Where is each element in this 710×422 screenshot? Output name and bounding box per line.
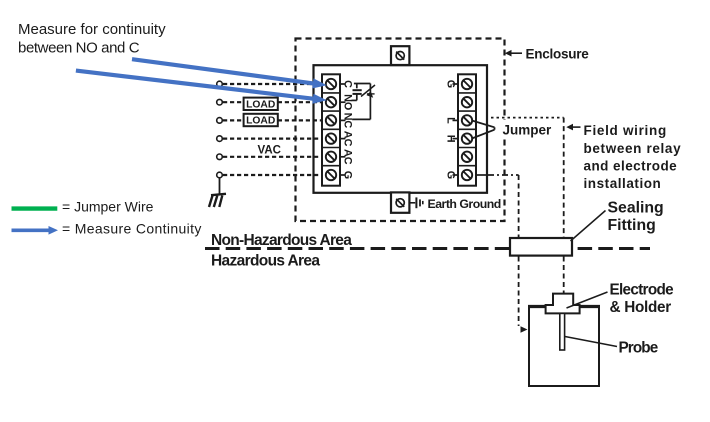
svg-text:installation: installation: [584, 176, 662, 191]
svg-text:L: L: [444, 117, 456, 124]
svg-text:Non-Hazardous Area: Non-Hazardous Area: [211, 232, 352, 249]
svg-text:Earth Ground: Earth Ground: [428, 197, 501, 211]
svg-text:C: C: [341, 80, 353, 88]
svg-text:G: G: [444, 171, 456, 179]
svg-text:G: G: [341, 171, 353, 179]
svg-text:Electrode: Electrode: [610, 282, 674, 299]
svg-text:AC: AC: [341, 149, 353, 165]
svg-text:Hazardous Area: Hazardous Area: [211, 253, 320, 270]
svg-text:= Measure Continuity: = Measure Continuity: [62, 221, 202, 237]
svg-text:between relay: between relay: [584, 141, 682, 156]
svg-text:NO: NO: [341, 94, 353, 110]
svg-text:= Jumper Wire: = Jumper Wire: [62, 199, 154, 215]
svg-text:Measure for continuity: Measure for continuity: [18, 21, 166, 38]
svg-text:Field wiring: Field wiring: [584, 123, 667, 138]
svg-text:G: G: [444, 80, 456, 88]
svg-text:Fitting: Fitting: [608, 217, 656, 234]
svg-text:AC: AC: [341, 131, 353, 147]
svg-text:Jumper: Jumper: [503, 123, 553, 138]
svg-text:Sealing: Sealing: [608, 200, 664, 217]
svg-text:VAC: VAC: [258, 144, 281, 156]
svg-text:LOAD: LOAD: [246, 116, 275, 127]
svg-text:H: H: [444, 135, 456, 143]
svg-text:Probe: Probe: [619, 340, 658, 357]
svg-text:NC: NC: [341, 113, 353, 129]
svg-text:between NO and C: between NO and C: [18, 40, 140, 57]
svg-text:Enclosure: Enclosure: [526, 47, 590, 62]
svg-text:and electrode: and electrode: [584, 159, 678, 174]
svg-text:& Holder: & Holder: [610, 299, 672, 316]
svg-text:LOAD: LOAD: [246, 99, 275, 110]
